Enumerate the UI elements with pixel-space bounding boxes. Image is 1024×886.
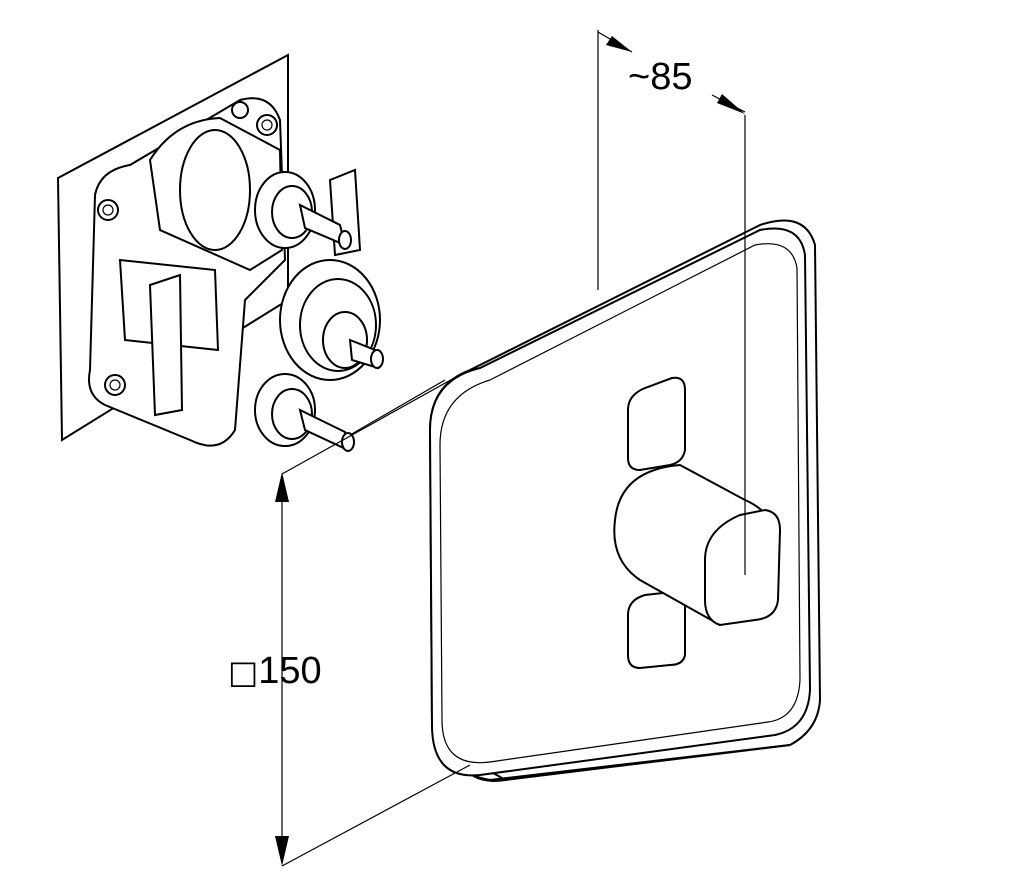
size-label: □150: [228, 650, 322, 693]
cover-plate: [428, 219, 822, 782]
size-dimension: [275, 371, 471, 867]
depth-label: ~85: [628, 56, 693, 98]
top-connection: [254, 171, 352, 250]
center-cartridge: [279, 259, 384, 381]
bottom-connection: [254, 373, 355, 452]
depth-dimension: [597, 30, 746, 575]
size-value: 150: [258, 650, 322, 692]
square-symbol: □: [228, 653, 259, 691]
valve-body: [88, 97, 362, 447]
